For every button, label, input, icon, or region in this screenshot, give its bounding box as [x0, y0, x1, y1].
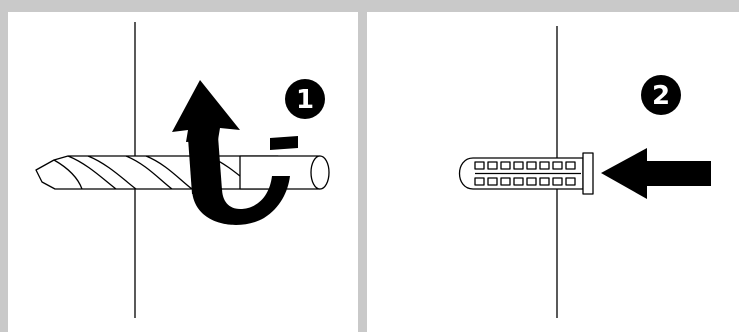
step-2-number: 2: [652, 81, 670, 111]
step-2-illustration: 2: [459, 26, 711, 318]
step-1-badge: 1: [285, 79, 325, 119]
rotation-arrow-icon: [172, 80, 298, 225]
step-1-number: 1: [296, 85, 314, 115]
step-2-panel: 2: [367, 12, 739, 332]
step-1-panel: 1: [8, 12, 358, 332]
push-arrow-icon: [601, 148, 711, 199]
step-1-illustration: 1: [35, 22, 330, 318]
step-2-badge: 2: [641, 75, 681, 115]
wall-plug-icon: [459, 152, 594, 195]
